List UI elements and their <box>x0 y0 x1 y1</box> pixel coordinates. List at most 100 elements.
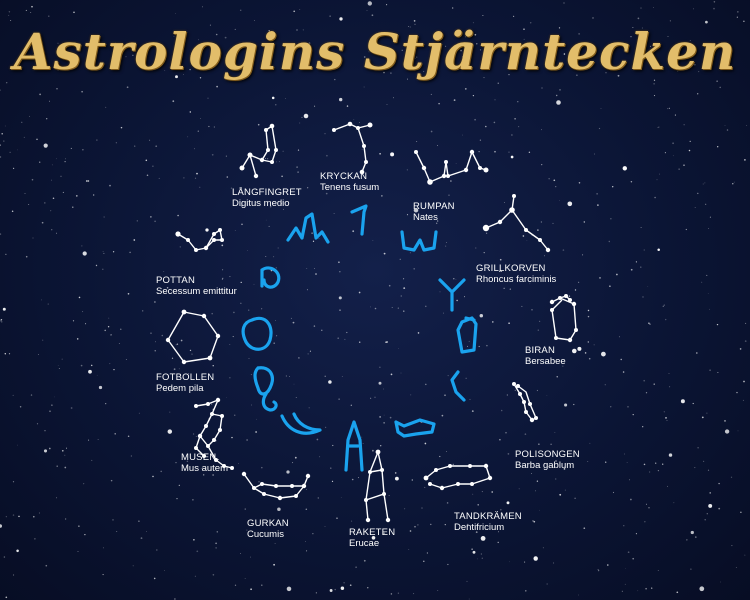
background-star <box>105 106 107 108</box>
background-star <box>248 309 250 311</box>
glyph-polisongen <box>450 370 466 402</box>
background-star <box>669 386 671 388</box>
background-star <box>472 22 474 24</box>
background-star <box>127 435 130 438</box>
background-star <box>588 357 591 360</box>
background-star <box>208 125 210 128</box>
background-star <box>367 587 369 589</box>
background-star <box>43 143 48 148</box>
background-star <box>563 53 566 55</box>
background-star <box>105 403 107 405</box>
background-star <box>25 9 27 11</box>
background-star <box>702 460 705 463</box>
background-star <box>140 537 143 539</box>
background-star <box>409 252 411 254</box>
background-star <box>625 568 626 569</box>
background-star <box>346 331 348 334</box>
background-star <box>329 15 331 17</box>
background-star <box>744 554 746 556</box>
background-star <box>541 87 543 89</box>
background-star <box>267 158 269 160</box>
background-star <box>446 502 449 504</box>
background-star <box>314 268 315 269</box>
background-star <box>139 61 142 63</box>
background-star <box>730 66 732 68</box>
background-star <box>0 89 1 91</box>
background-star <box>398 348 399 349</box>
background-star <box>280 202 283 205</box>
background-star <box>611 185 614 188</box>
background-star <box>386 341 388 343</box>
background-star <box>744 340 747 342</box>
background-star <box>642 426 644 428</box>
background-star <box>114 42 116 44</box>
background-star <box>413 207 419 213</box>
background-star <box>414 525 416 528</box>
background-star <box>85 180 88 182</box>
background-star <box>554 432 556 433</box>
background-star <box>415 58 416 59</box>
background-star <box>640 227 642 228</box>
background-star <box>529 283 531 285</box>
background-star <box>724 420 726 422</box>
background-star <box>523 28 525 30</box>
background-star <box>52 197 55 200</box>
background-star <box>301 66 303 68</box>
background-star <box>411 479 413 481</box>
background-star <box>361 148 363 150</box>
background-star <box>578 182 581 184</box>
background-star <box>694 467 696 469</box>
background-star <box>460 49 462 52</box>
background-star <box>234 28 236 30</box>
background-star <box>555 460 557 462</box>
background-star <box>573 403 575 406</box>
background-star <box>344 338 346 340</box>
background-star <box>654 196 656 199</box>
background-star <box>346 105 349 107</box>
background-star <box>203 474 205 476</box>
background-star <box>23 136 25 138</box>
background-star <box>77 551 79 552</box>
background-star <box>125 56 127 58</box>
background-star <box>197 39 199 41</box>
background-star <box>301 116 303 118</box>
background-star <box>552 222 554 224</box>
background-star <box>173 35 175 37</box>
background-star <box>169 411 171 413</box>
background-star <box>400 295 402 297</box>
background-star <box>665 417 667 419</box>
background-star <box>70 407 73 409</box>
background-star <box>604 384 606 386</box>
background-star <box>175 75 178 79</box>
background-star <box>743 380 745 383</box>
background-star <box>306 550 308 552</box>
background-star <box>97 439 99 441</box>
background-star <box>587 315 590 318</box>
background-star <box>179 246 182 248</box>
background-star <box>306 268 308 269</box>
background-star <box>331 480 334 483</box>
background-star <box>29 115 30 117</box>
background-star <box>678 168 680 170</box>
background-star <box>265 255 267 257</box>
background-star <box>222 269 224 271</box>
page-title: Astrologins Stjärntecken <box>13 22 737 81</box>
background-star <box>226 176 229 178</box>
background-star <box>303 113 309 119</box>
background-star <box>196 172 198 175</box>
background-star <box>546 395 548 396</box>
background-star <box>308 407 310 409</box>
background-star <box>394 472 397 474</box>
background-star <box>216 531 219 533</box>
background-star <box>65 447 68 449</box>
background-star <box>268 30 270 32</box>
background-star <box>332 444 334 447</box>
background-star <box>183 73 184 75</box>
background-star <box>339 97 343 102</box>
background-star <box>556 100 561 105</box>
background-star <box>281 175 283 178</box>
background-star <box>116 530 118 533</box>
background-star <box>292 462 294 464</box>
background-star <box>733 181 735 183</box>
background-star <box>693 8 694 10</box>
